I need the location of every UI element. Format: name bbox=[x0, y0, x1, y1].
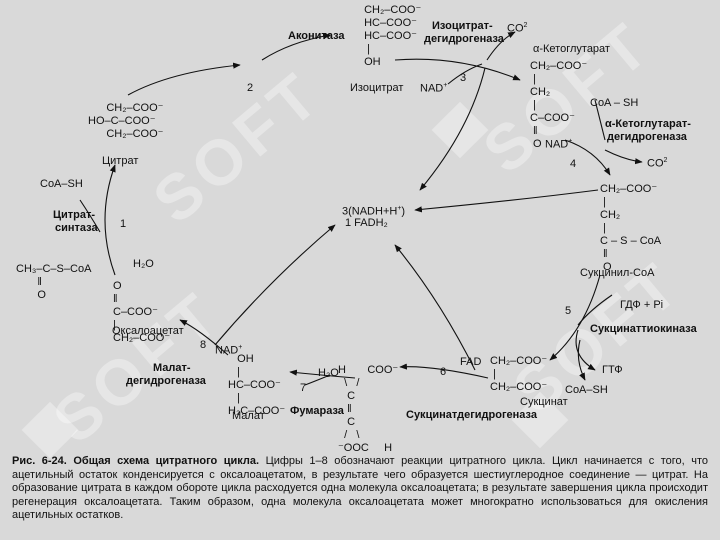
enzyme-malate-dh: Малат- bbox=[153, 362, 191, 374]
cofactor-fad: FAD bbox=[460, 356, 482, 368]
compound-citrate: Цитрат bbox=[102, 155, 139, 167]
malate-structure: OH | HC–COO⁻ | H₂C–COO⁻ bbox=[228, 353, 286, 417]
enzyme-citrate-synthase: синтаза bbox=[55, 222, 98, 234]
cofactor-h2o: H₂O bbox=[318, 367, 339, 379]
cofactor-coa-sh: CoA–SH bbox=[40, 178, 83, 190]
step-number: 3 bbox=[460, 72, 467, 84]
enzyme-akg-dh: дегидрогеназа bbox=[607, 131, 687, 143]
cofactor-gtp: ГТФ bbox=[602, 364, 623, 376]
compound-malate: Малат bbox=[232, 410, 265, 422]
succinate-structure: CH₂–COO⁻ | CH₂–COO⁻ bbox=[490, 355, 548, 393]
compound-isocitrate: Изоцитрат bbox=[350, 82, 404, 94]
compound-succinate: Сукцинат bbox=[520, 396, 568, 408]
step-number: 7 bbox=[300, 382, 307, 394]
figure-caption: Рис. 6-24. Общая схема цитратного цикла.… bbox=[12, 455, 708, 523]
succinyl-coa-structure: CH₂–COO⁻ | CH₂ | C – S – CoA ‖ O bbox=[600, 183, 662, 273]
cofactor-coa-sh: CoA–SH bbox=[565, 384, 608, 396]
enzyme-malate-dh: дегидрогеназа bbox=[126, 375, 206, 387]
compound-akg: α-Кетоглутарат bbox=[533, 43, 610, 55]
enzyme-fumarase: Фумараза bbox=[290, 405, 344, 417]
center-products: 3(NADH+H+) bbox=[342, 205, 406, 218]
enzyme-succinate-dh: Сукцинатдегидрогеназа bbox=[406, 409, 537, 421]
compound-oxaloacetate: Оксалоацетат bbox=[112, 325, 184, 337]
step-number: 1 bbox=[120, 218, 127, 230]
cofactor-nad: NAD+ bbox=[545, 138, 573, 151]
enzyme-akg-dh: α-Кетоглутарат- bbox=[605, 118, 691, 130]
isocitrate-structure: CH₂–COO⁻ HC–COO⁻ HC–COO⁻ | OH bbox=[364, 4, 422, 68]
enzyme-aconitase: Аконитаза bbox=[288, 30, 345, 42]
enzyme-succinyl-kinase: Сукцинаттиокиназа bbox=[590, 323, 697, 335]
acetyl-coa-structure: CH₃–C–S–CoA ‖ O bbox=[16, 263, 92, 301]
fumarate-structure: H COO⁻ \ / C ‖ C / \ ⁻OOC H bbox=[338, 364, 399, 454]
cofactor-nad: NAD+ bbox=[420, 82, 448, 95]
akg-structure: CH₂–COO⁻ | CH₂ | C–COO⁻ ‖ O bbox=[530, 60, 588, 150]
enzyme-citrate-synthase: Цитрат- bbox=[53, 209, 96, 221]
center-products: 1 FADH₂ bbox=[345, 217, 388, 229]
cofactor-coa-sh: CoA – SH bbox=[590, 97, 639, 109]
step-number: 8 bbox=[200, 339, 207, 351]
enzyme-isocitrate-dh: Изоцитрат- bbox=[432, 20, 493, 32]
cofactor-co2: CO2 bbox=[507, 22, 528, 35]
cofactor-nad: NAD+ bbox=[215, 344, 243, 357]
step-number: 4 bbox=[570, 158, 577, 170]
cofactor-co2: CO2 bbox=[647, 157, 668, 170]
cofactor-h2o: H₂O bbox=[133, 258, 154, 270]
step-number: 5 bbox=[565, 305, 572, 317]
citrate-structure: CH₂–COO⁻ HO–C–COO⁻ CH₂–COO⁻ bbox=[88, 102, 164, 140]
caption-title: Рис. 6-24. Общая схема цитратного цикла. bbox=[12, 455, 260, 467]
oxaloacetate-structure: O ‖ C–COO⁻ | CH₂–COO⁻ bbox=[113, 280, 171, 344]
compound-succinyl-coa: Сукцинил-CoA bbox=[580, 267, 655, 279]
step-number: 2 bbox=[247, 82, 254, 94]
enzyme-isocitrate-dh: дегидрогеназа bbox=[424, 33, 504, 45]
cofactor-gdp-pi: ГДФ + Pi bbox=[620, 299, 664, 311]
caption-text: Цифры 1–8 обозначают реакции цитратного … bbox=[12, 455, 708, 521]
step-number: 6 bbox=[440, 366, 447, 378]
